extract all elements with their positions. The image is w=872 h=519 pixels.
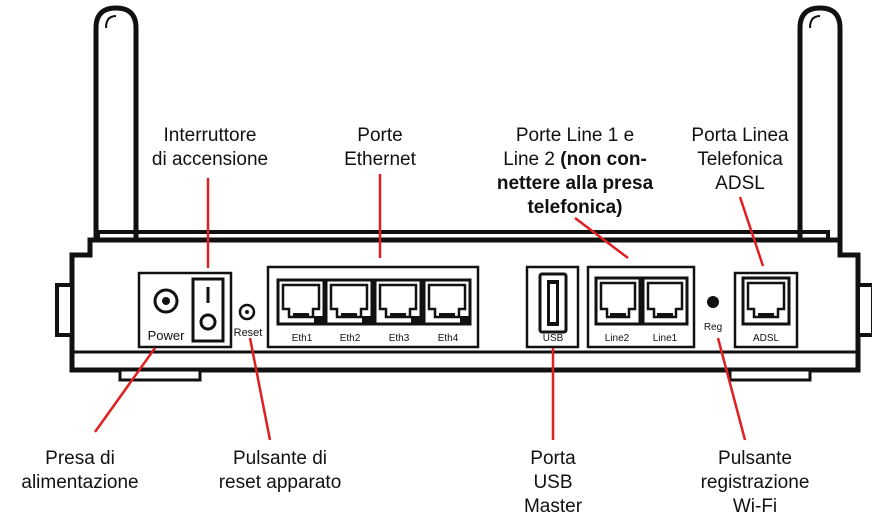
callout-adsl: Porta Linea Telefonica ADSL xyxy=(675,124,805,196)
callout-line-ports-line2-plain: Line 2 xyxy=(503,149,561,170)
callout-line-ports-line4-bold: telefonica) xyxy=(527,197,623,218)
callout-line-ports-line2-bold: (non con- xyxy=(560,149,647,170)
callout-wifi: Pulsante registrazione Wi-Fi xyxy=(680,447,830,519)
eth2-label: Eth2 xyxy=(340,333,361,344)
reset-button[interactable] xyxy=(238,303,256,321)
line1-port[interactable] xyxy=(641,276,689,326)
callout-ethernet: Porte Ethernet xyxy=(320,124,440,172)
line2-port[interactable] xyxy=(594,276,642,326)
callout-usb-line3: Master xyxy=(523,496,583,517)
usb-label: USB xyxy=(543,333,564,344)
power-section: Power xyxy=(137,271,233,349)
leader-line-ports xyxy=(574,217,629,259)
callout-power-switch-line1: Interruttore xyxy=(163,125,257,146)
callout-line-ports: Porte Line 1 e Line 2 (non con- nettere … xyxy=(470,124,680,220)
power-switch[interactable] xyxy=(191,277,225,343)
callout-power-switch: Interruttore di accensione xyxy=(130,124,290,172)
leader-power-jack xyxy=(93,347,157,433)
callout-power-jack-line2: alimentazione xyxy=(21,472,139,493)
eth2-port[interactable] xyxy=(324,278,374,326)
callout-power-jack: Presa di alimentazione xyxy=(0,447,160,495)
callout-line-ports-line4: telefonica) xyxy=(470,196,680,220)
callout-power-switch-line2: di accensione xyxy=(151,149,269,170)
callout-reset-line2: reset apparato xyxy=(218,472,342,493)
callout-line-ports-line3: nettere alla presa xyxy=(470,172,680,196)
line2-label: Line2 xyxy=(605,333,630,344)
callout-line-ports-line1: Porte Line 1 e xyxy=(515,125,635,146)
usb-port[interactable] xyxy=(538,272,568,334)
callout-adsl-line1: Porta Linea xyxy=(691,125,789,146)
eth3-label: Eth3 xyxy=(389,333,410,344)
callout-wifi-line3: Wi-Fi xyxy=(732,496,778,517)
eth4-label: Eth4 xyxy=(438,333,459,344)
line1-label: Line1 xyxy=(653,333,678,344)
callout-reset-line1: Pulsante di xyxy=(232,448,327,469)
leader-adsl xyxy=(738,196,765,267)
leader-lines xyxy=(93,174,765,441)
adsl-port[interactable] xyxy=(741,276,791,326)
wifi-registration-button[interactable] xyxy=(707,296,719,308)
adsl-port-group: ADSL xyxy=(733,271,799,349)
leader-wifi xyxy=(716,337,747,441)
reset-label: Reset xyxy=(234,327,263,339)
eth3-port[interactable] xyxy=(373,278,423,326)
line-port-group: Line2 Line1 xyxy=(586,265,696,349)
callout-adsl-line3: ADSL xyxy=(715,173,765,194)
eth1-label: Eth1 xyxy=(292,333,313,344)
callout-line-ports-line3-bold: nettere alla presa xyxy=(496,173,654,194)
callout-usb-line2: USB xyxy=(533,472,573,493)
callout-line-ports-line2: Line 2 (non con- xyxy=(470,148,680,172)
adsl-label: ADSL xyxy=(753,333,780,344)
usb-port-group: USB xyxy=(525,265,580,349)
power-jack[interactable] xyxy=(153,288,179,314)
callout-ethernet-line2: Ethernet xyxy=(344,149,416,170)
callout-ethernet-line1: Porte xyxy=(357,125,403,146)
power-label: Power xyxy=(148,328,186,343)
leader-reset xyxy=(248,337,272,441)
callout-reset: Pulsante di reset apparato xyxy=(200,447,360,495)
eth1-port[interactable] xyxy=(276,278,326,326)
callout-wifi-line2: registrazione xyxy=(700,472,810,493)
callout-adsl-line2: Telefonica xyxy=(697,149,783,170)
reg-label: Reg xyxy=(704,322,722,333)
callout-usb: Porta USB Master xyxy=(503,447,603,519)
ethernet-port-group: Eth1 Eth2 Eth3 Eth4 xyxy=(266,265,480,349)
callout-usb-line1: Porta xyxy=(530,448,576,469)
callout-power-jack-line1: Presa di xyxy=(45,448,115,469)
callout-wifi-line1: Pulsante xyxy=(718,448,792,469)
eth4-port[interactable] xyxy=(422,278,472,326)
